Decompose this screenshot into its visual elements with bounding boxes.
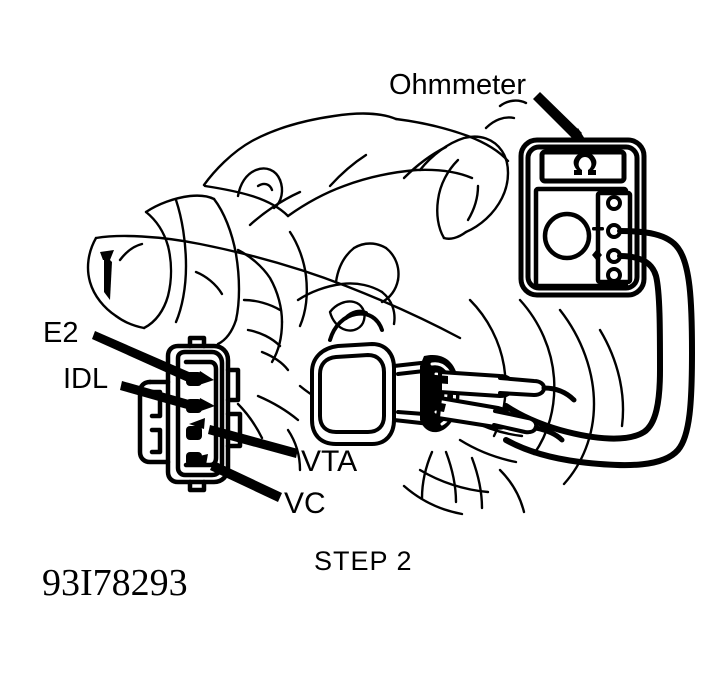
test-lead-wires — [503, 228, 695, 469]
label-vc: VC — [284, 487, 326, 520]
meter-display — [539, 149, 627, 184]
test-probe-lower — [436, 396, 539, 435]
ohm-symbol — [573, 152, 597, 175]
figure-id-number: 93I78293 — [42, 562, 188, 604]
reference-arrow-mark — [100, 250, 114, 300]
jack-marks — [592, 227, 604, 261]
throttle-position-sensor-connector — [137, 335, 243, 493]
connector-terminals — [186, 372, 202, 466]
label-idl: IDL — [63, 363, 109, 395]
label-vta: VTA — [301, 445, 358, 478]
leader-arrows — [92, 331, 298, 502]
probe-wire-joints — [533, 385, 577, 443]
figure-step-caption: STEP 2 — [314, 546, 413, 576]
probe-tips — [422, 374, 448, 412]
test-probe-upper — [438, 370, 546, 398]
throttle-position-sensor — [310, 309, 432, 446]
label-ohmmeter: Ohmmeter — [389, 69, 526, 101]
label-e2: E2 — [43, 317, 79, 349]
rotary-range-dial — [542, 211, 592, 261]
